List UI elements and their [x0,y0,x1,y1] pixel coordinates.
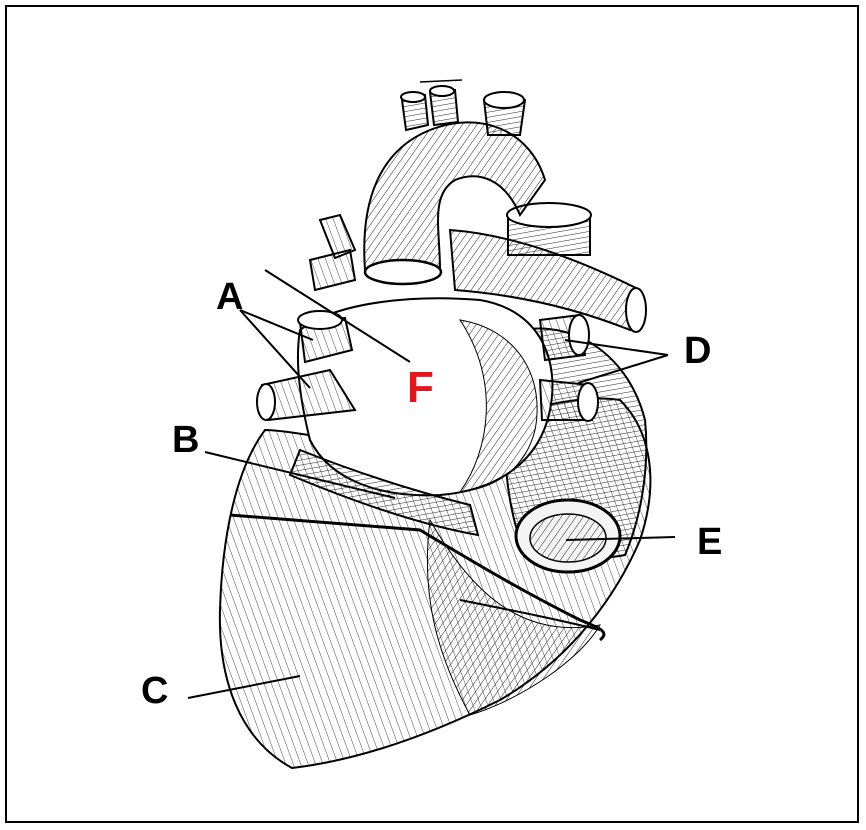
label-c: C [141,672,168,710]
label-d: D [684,332,711,370]
aorta-opening [365,260,441,284]
pulmonary-artery-end [626,288,646,332]
pulmonary-vein-lower-end [578,383,598,421]
aortic-branch-2-end [430,86,454,96]
label-f: F [407,366,434,410]
left-vessel-stub [310,250,355,290]
left-vessel-stub-upper [320,215,355,258]
label-e: E [697,523,722,561]
label-b: B [172,421,199,459]
label-a: A [216,278,243,316]
vena-cava-a-lower-end [257,384,275,420]
vessel-opening-e-inner [530,514,606,562]
aortic-branch-1-end [401,92,425,102]
aortic-branch-3-end [484,92,524,108]
pulmonary-vein-upper-end [569,315,589,355]
aortic-branch-thread [420,80,462,82]
